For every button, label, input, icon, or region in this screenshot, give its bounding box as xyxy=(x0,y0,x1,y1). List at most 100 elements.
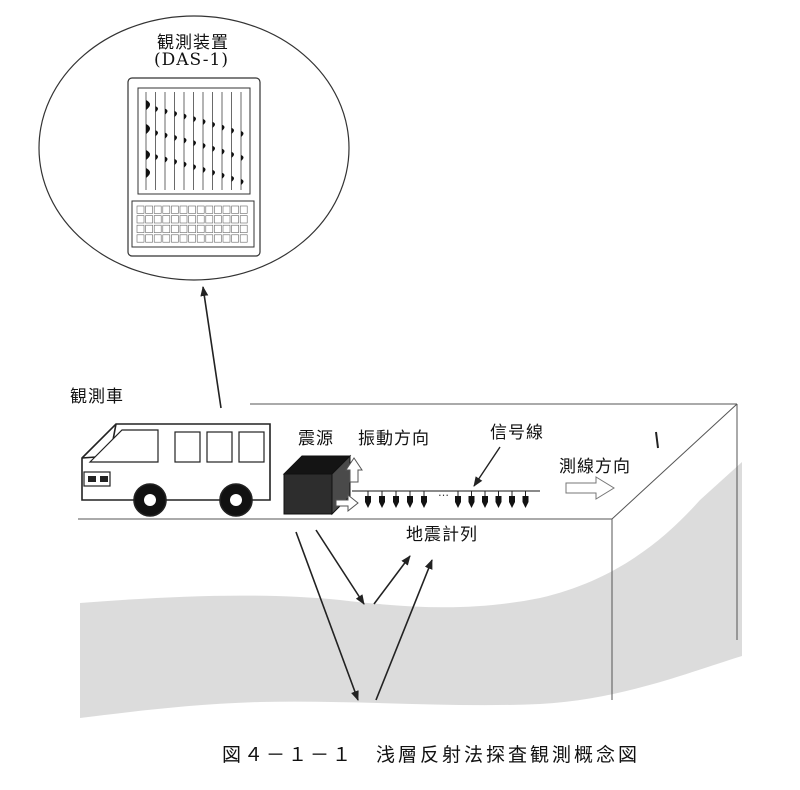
keyboard-key xyxy=(136,234,145,243)
keyboard-key xyxy=(239,215,248,224)
onset-wavelet xyxy=(146,124,150,134)
geophone-array-label: 地震計列 xyxy=(406,525,478,545)
ray-down-deep xyxy=(295,531,359,701)
geophone-icon xyxy=(468,491,475,508)
seismic-wavelet xyxy=(174,135,177,142)
keyboard-key xyxy=(136,215,145,224)
terrain-outline xyxy=(78,403,738,700)
ray-up-deep xyxy=(375,559,433,701)
seismic-wavelet xyxy=(241,155,244,161)
device-title: 観測装置 xyxy=(157,33,229,53)
line-direction-label: 測線方向 xyxy=(559,457,631,477)
keyboard-key xyxy=(162,215,171,224)
vibration-arrow-right xyxy=(335,493,359,513)
keyboard-key xyxy=(179,215,188,224)
geophone-icon xyxy=(365,491,371,508)
keyboard-key xyxy=(145,224,153,233)
vibration-direction-label: 振動方向 xyxy=(358,429,430,449)
geophone-icon xyxy=(495,491,502,508)
geophone-icon xyxy=(509,491,515,508)
seismic-wavelet xyxy=(222,124,225,131)
keyboard-key xyxy=(188,234,196,243)
keyboard-key xyxy=(214,224,222,233)
onset-wavelet xyxy=(146,100,150,110)
keyboard-key xyxy=(239,224,248,233)
seismic-wavelet xyxy=(241,131,244,137)
keyboard-key xyxy=(171,224,179,233)
device-model: (DAS-1) xyxy=(154,50,229,70)
keyboard-key xyxy=(179,205,188,214)
tick-mark xyxy=(655,431,659,449)
seismic-wavelet xyxy=(165,132,168,139)
keyboard-key xyxy=(188,224,196,233)
seismic-wavelet xyxy=(212,121,215,128)
keyboard-key xyxy=(171,234,179,243)
keyboard-key xyxy=(179,224,188,233)
keyboard-key xyxy=(196,234,205,243)
keyboard-key xyxy=(239,234,248,243)
seismic-wavelet xyxy=(212,169,215,176)
keyboard-key xyxy=(222,234,231,243)
keyboard-key xyxy=(196,205,205,214)
vehicle-label: 観測車 xyxy=(70,387,124,407)
seismic-wavelet xyxy=(203,167,206,173)
geophone-icon xyxy=(407,491,413,508)
keyboard-key xyxy=(205,234,214,243)
keyboard-key xyxy=(188,215,196,224)
geophone-icon xyxy=(393,491,399,508)
seismic-wavelet xyxy=(231,127,234,134)
geophone-icon xyxy=(421,491,427,508)
keyboard-key xyxy=(222,224,231,233)
seismic-wavelet xyxy=(165,156,168,163)
data-transfer-arrow xyxy=(200,286,222,409)
keyboard-key xyxy=(214,215,222,224)
cable-gap-dots: … xyxy=(438,486,449,499)
geophone-icon xyxy=(522,491,529,508)
figure-caption: 図４－１－１ 浅層反射法探査観測概念図 xyxy=(222,744,641,766)
seismic-wavelet xyxy=(174,111,177,118)
keyboard-key xyxy=(153,205,162,214)
keyboard-icon xyxy=(131,200,255,248)
keyboard-key xyxy=(231,224,239,233)
signal-cable-pointer xyxy=(473,446,501,487)
geophone-icon xyxy=(482,491,488,508)
seismic-wavelet xyxy=(193,140,196,147)
keyboard-key xyxy=(214,205,222,214)
seismic-wavelet xyxy=(155,154,158,161)
observation-device-inset xyxy=(38,15,350,281)
keyboard-key xyxy=(205,215,214,224)
reflector-layer xyxy=(80,462,742,718)
vibration-direction-arrows xyxy=(335,457,363,513)
ray-paths xyxy=(295,529,433,701)
vibration-arrow-up xyxy=(345,457,363,483)
ray-down-shallow xyxy=(315,529,365,605)
seismic-wavelet xyxy=(193,116,196,123)
keyboard-key xyxy=(136,224,145,233)
keyboard-key xyxy=(136,205,145,214)
source-front xyxy=(283,473,333,515)
onset-wavelet xyxy=(146,150,150,160)
seismic-wavelet xyxy=(241,179,244,185)
keyboard-key xyxy=(188,205,196,214)
keyboard-key xyxy=(171,205,179,214)
seismic-wavelet xyxy=(184,113,187,120)
geophone-array xyxy=(365,491,529,508)
truck-icon xyxy=(81,423,271,517)
seismic-wavelet xyxy=(231,151,234,158)
keyboard-key xyxy=(145,205,153,214)
keyboard-key xyxy=(214,234,222,243)
keyboard-key xyxy=(171,215,179,224)
seismic-wavelet xyxy=(222,172,225,179)
seismic-wavelet xyxy=(184,137,187,144)
keyboard-key xyxy=(222,205,231,214)
seismic-wavelet xyxy=(231,175,234,182)
seismic-wavelet xyxy=(155,130,158,137)
seismic-wavelet xyxy=(184,161,187,168)
keyboard-key xyxy=(196,215,205,224)
seismic-wavelet xyxy=(212,145,215,152)
keyboard-key xyxy=(145,234,153,243)
seismic-wavelet xyxy=(193,164,196,171)
seismic-wavelet xyxy=(174,159,177,166)
